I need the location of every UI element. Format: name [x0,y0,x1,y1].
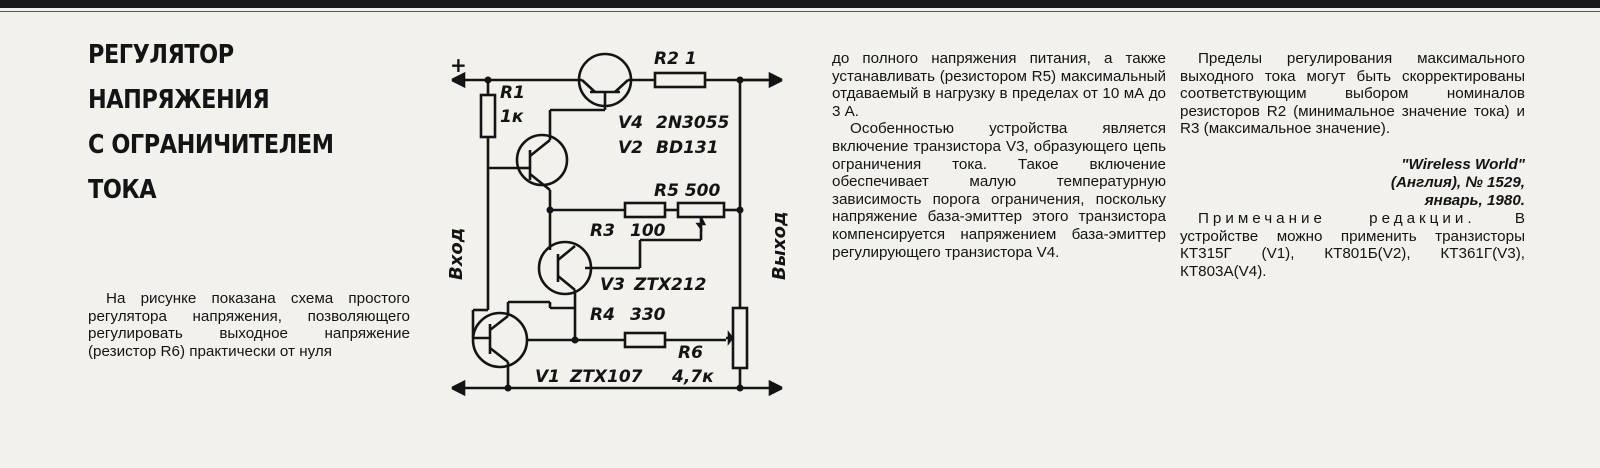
r2-label: R2 1 [654,49,697,69]
output-label: Выход [769,211,790,280]
r1-label: R1 [500,83,525,103]
input-label: Вход [446,228,467,280]
title-line-1: РЕГУЛЯТОР [88,40,234,70]
editor-note-body: В устройстве можно применить транзисторы… [1180,209,1525,280]
editor-note-heading: Примечание редакции. [1198,209,1476,227]
plus-label: + [450,53,467,77]
v1-type: ZTX107 [569,367,643,387]
r5-label: R5 500 [654,181,720,201]
r3-value: 100 [630,221,666,241]
v2-type: BD131 [656,138,719,158]
source-line-3: январь, 1980. [1424,191,1525,209]
left-column: На рисунке показана схема простого регул… [88,290,410,360]
editor-note: Примечание редакции. В устройстве можно … [1180,210,1525,280]
right-column: Пределы регулирования максимального выхо… [1180,50,1525,280]
v1-label: V1 [535,367,560,387]
r4-label: R4 [590,305,615,325]
source-line-2: (Англия), № 1529, [1390,173,1525,191]
v3-type: ZTX212 [633,275,707,295]
left-column-text: На рисунке показана схема простого регул… [88,290,410,360]
r3-label: R3 [590,221,615,241]
title-line-3: С ОГРАНИЧИТЕЛЕМ [88,130,334,160]
top-rule [0,0,1600,8]
middle-column: до полного напряжения питания, а также у… [832,50,1166,261]
r6-label: R6 [678,343,703,363]
source-line-1: "Wireless World" [1401,155,1525,173]
v4-type: 2N3055 [656,113,729,133]
r4-value: 330 [630,305,666,325]
v3-label: V3 [600,275,625,295]
title-line-4: ТОКА [88,175,157,205]
r6-value: 4,7к [671,367,714,387]
source-citation: "Wireless World" (Англия), № 1529, январ… [1180,156,1525,210]
middle-paragraph-2: Особенностью устройства является включен… [832,120,1166,261]
r1-value: 1к [500,107,524,127]
v4-label: V4 [618,113,643,133]
circuit-schematic: + R1 1к R2 1 V4 2N3055 V2 BD131 R5 500 R… [446,49,790,397]
title-line-2: НАПРЯЖЕНИЯ [88,85,270,115]
v2-label: V2 [618,138,643,158]
right-paragraph-1: Пределы регулирования максимального выхо… [1180,50,1525,138]
top-rule-fine [0,11,1600,12]
article-title: РЕГУЛЯТОР НАПРЯЖЕНИЯ С ОГРАНИЧИТЕЛЕМ ТОК… [88,42,346,222]
middle-paragraph-1: до полного напряжения питания, а также у… [832,50,1166,120]
